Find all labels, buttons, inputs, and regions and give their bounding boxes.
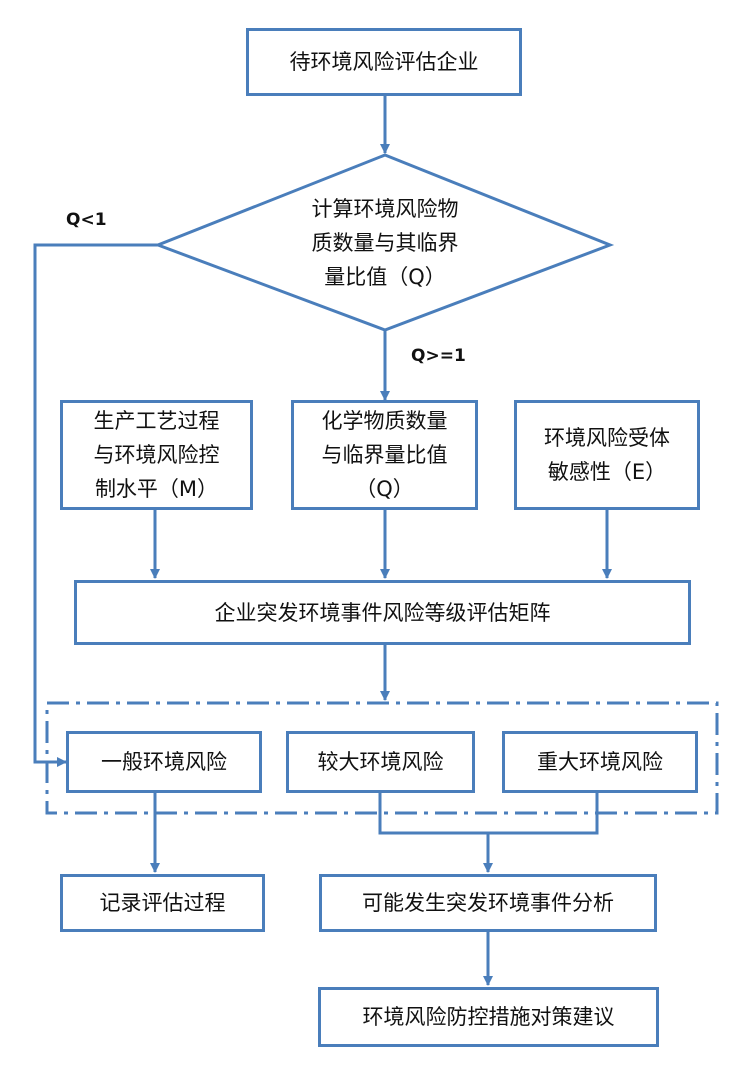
level-general-label: 一般环境风险 — [101, 750, 227, 774]
analysis-node-label: 可能发生突发环境事件分析 — [362, 891, 614, 915]
edge-label-q-less: Q<1 — [66, 210, 107, 230]
risk-level-group-frame — [45, 701, 719, 815]
factor-m-line-2: 与环境风险控 — [93, 443, 220, 467]
level-major-node: 重大环境风险 — [502, 731, 698, 793]
level-general-node: 一般环境风险 — [66, 731, 262, 793]
start-node-label: 待环境风险评估企业 — [289, 50, 479, 74]
decision-line-3: 量比值（Q） — [324, 265, 446, 289]
analysis-node: 可能发生突发环境事件分析 — [319, 874, 657, 932]
matrix-node: 企业突发环境事件风险等级评估矩阵 — [74, 580, 691, 645]
arrow-q-less-path — [33, 243, 158, 767]
factor-q-node: 化学物质数量 与临界量比值 （Q） — [291, 400, 478, 510]
factor-m-line-1: 生产工艺过程 — [93, 409, 220, 433]
decision-node-label: 计算环境风险物 质数量与其临界 量比值（Q） — [255, 192, 515, 294]
level-major-label: 重大环境风险 — [537, 750, 663, 774]
record-node: 记录评估过程 — [60, 874, 265, 932]
factor-m-node: 生产工艺过程 与环境风险控 制水平（M） — [60, 400, 253, 510]
start-node: 待环境风险评估企业 — [246, 28, 522, 96]
measures-node-label: 环境风险防控措施对策建议 — [362, 1005, 615, 1029]
level-larger-label: 较大环境风险 — [317, 750, 444, 774]
factor-e-line-2: 敏感性（E） — [547, 460, 667, 484]
factor-e-line-1: 环境风险受体 — [544, 426, 670, 450]
record-node-label: 记录评估过程 — [99, 891, 226, 915]
factor-e-node: 环境风险受体 敏感性（E） — [514, 400, 700, 510]
matrix-node-label: 企业突发环境事件风险等级评估矩阵 — [214, 600, 551, 625]
decision-line-2: 质数量与其临界 — [311, 231, 459, 255]
decision-line-1: 计算环境风险物 — [311, 197, 459, 221]
level-larger-node: 较大环境风险 — [286, 731, 475, 793]
edge-label-q-greater: Q>=1 — [411, 346, 466, 366]
factor-q-line-2: 与临界量比值 — [321, 443, 448, 467]
factor-m-line-3: 制水平（M） — [94, 477, 219, 501]
measures-node: 环境风险防控措施对策建议 — [318, 987, 659, 1047]
factor-q-line-3: （Q） — [355, 477, 414, 501]
factor-q-line-1: 化学物质数量 — [321, 409, 448, 433]
